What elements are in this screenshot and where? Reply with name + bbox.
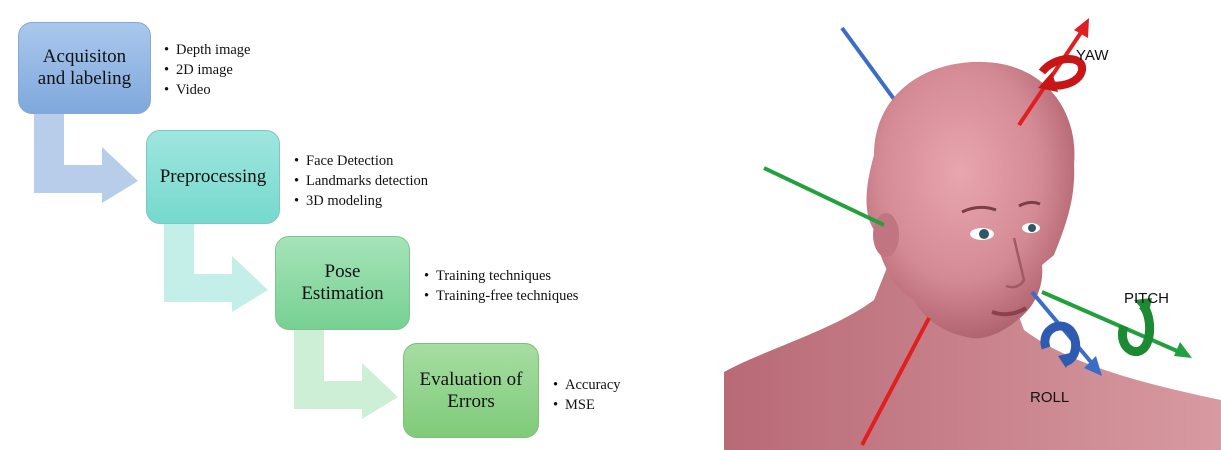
yaw-label: YAW [1076,47,1109,64]
pitch-label: PITCH [1124,290,1169,307]
bullet-item: Training techniques [424,266,578,286]
flow-arrow-3 [294,329,398,419]
yaw-arrowhead [1074,18,1089,38]
step-acquisition-label: Acquisiton and labeling [37,46,132,89]
bullet-item: Accuracy [553,375,621,395]
step-acquisition-box: Acquisiton and labeling [18,22,151,114]
step-preprocessing-bullets: Face Detection Landmarks detection 3D mo… [294,151,428,211]
step-evaluation-label: Evaluation of Errors [419,368,523,412]
yaw-rotation-icon [1038,54,1086,90]
pitch-arrowhead [1174,342,1192,358]
step-pose-estimation-bullets: Training techniques Training-free techni… [424,266,578,306]
flow-arrow-2 [164,222,268,312]
step-acquisition-bullets: Depth image 2D image Video [164,40,251,100]
flow-arrow-2-shape [164,222,268,312]
yaw-rotation-arrowhead [1038,72,1058,92]
eye-right-iris [1028,224,1036,232]
bullet-item: 2D image [164,60,251,80]
roll-rotation-arrowhead [1058,352,1074,368]
roll-arrowhead [1084,356,1102,376]
step-evaluation-box: Evaluation of Errors [403,343,539,438]
yaw-axis-bottom [860,317,931,446]
bullet-item: Training-free techniques [424,286,578,306]
mouth-shape [991,306,1028,317]
bullet-item: Depth image [164,40,251,60]
step-evaluation-bullets: Accuracy MSE [553,375,621,415]
bullet-item: Video [164,80,251,100]
flow-arrow-3-shape [294,329,398,419]
pitch-axis-front [1041,290,1185,356]
step-pose-estimation-box: Pose Estimation [275,236,410,330]
pitch-axis-back [763,166,885,227]
step-preprocessing-label: Preprocessing [159,166,267,188]
bullet-item: 3D modeling [294,191,428,211]
flow-arrow-1-shape [34,113,138,203]
step-preprocessing-box: Preprocessing [146,130,280,224]
roll-rotation-icon [1040,321,1081,367]
roll-axis-back [840,26,904,112]
eyebrow-right [1018,200,1041,208]
flow-arrow-1 [34,113,138,203]
roll-label: ROLL [1030,389,1069,406]
eye-left-iris [979,229,989,239]
pitch-rotation-arrowhead [1134,298,1152,316]
shoulders-shape [724,250,1221,450]
bullet-item: MSE [553,395,621,415]
head-pose-illustration: YAW PITCH ROLL [724,18,1221,450]
step-pose-estimation-label: Pose Estimation [301,261,384,304]
bullet-item: Landmarks detection [294,171,428,191]
nose-shape [1005,237,1026,289]
bullet-item: Face Detection [294,151,428,171]
eyebrow-left [961,205,997,214]
